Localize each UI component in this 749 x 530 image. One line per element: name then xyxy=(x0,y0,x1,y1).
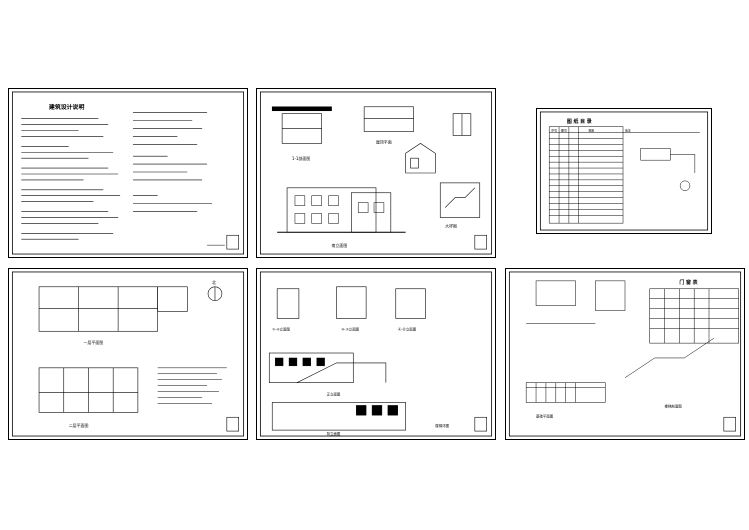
drawing-sheet-sections[interactable]: 1-1剖面图 南立面图 屋顶平面 大样图 xyxy=(256,88,496,258)
label-foundation-plan: 基础平面图 xyxy=(536,413,554,418)
drawing-sheet-door-window[interactable]: 门 窗 表 楼梯剖面图 基础平面图 xyxy=(505,268,745,440)
label-stair-section: 楼梯剖面图 xyxy=(665,403,683,408)
label-first-floor: 一层平面图 xyxy=(84,340,104,345)
label-elev-5: 背立面图 xyxy=(327,431,341,436)
label-elev-3: Ⓐ-Ⓓ立面图 xyxy=(398,326,417,331)
label-elev-4: 正立面图 xyxy=(327,392,341,397)
label-elevation: 南立面图 xyxy=(332,243,348,248)
drawing-sheet-design-notes[interactable]: 建筑设计说明 xyxy=(8,88,248,258)
label-second-floor: 二层平面图 xyxy=(69,423,89,428)
notes-title: 建筑设计说明 xyxy=(48,103,85,111)
label-elev-1: ①-④立面图 xyxy=(272,326,290,331)
index-col-name: 图名 xyxy=(589,128,595,133)
index-col-remark: 备注 xyxy=(625,128,631,133)
drawing-sheet-elevations[interactable]: ①-④立面图 ④-①立面图 Ⓐ-Ⓓ立面图 正立面图 背立面图 楼梯详图 xyxy=(256,268,496,440)
index-title: 图 纸 目 录 xyxy=(567,118,592,125)
label-section: 1-1剖面图 xyxy=(292,156,310,161)
index-col-sheet: 图号 xyxy=(561,128,567,133)
north-label: 北 xyxy=(212,280,216,285)
label-detail: 大样图 xyxy=(445,223,457,228)
drawing-sheet-index[interactable]: 图 纸 目 录 序号 图号 图名 备注 xyxy=(536,108,712,234)
label-elev-2: ④-①立面图 xyxy=(341,326,359,331)
label-roof-plan: 屋顶平面 xyxy=(376,139,392,144)
label-stair-detail: 楼梯详图 xyxy=(435,423,449,428)
door-window-title: 门 窗 表 xyxy=(679,279,697,286)
index-col-no: 序号 xyxy=(551,128,557,133)
drawing-sheet-floor-plans[interactable]: 一层平面图 二层平面图 北 xyxy=(8,268,248,440)
